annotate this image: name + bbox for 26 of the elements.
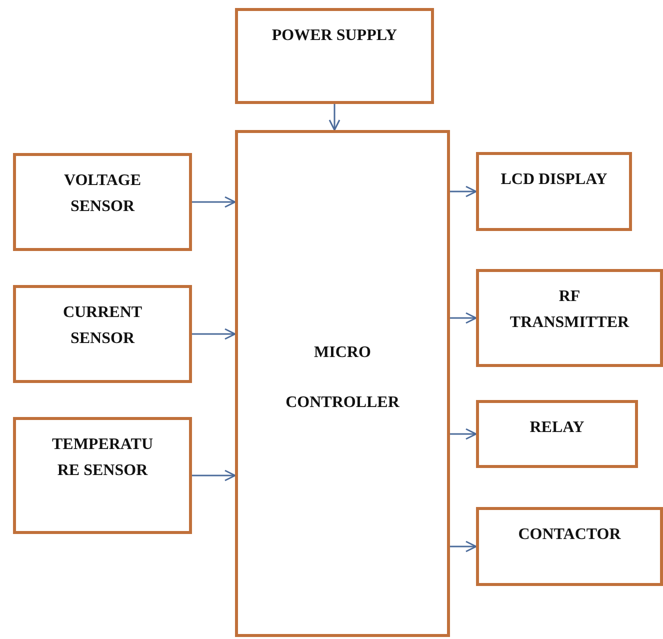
arrow xyxy=(450,540,477,552)
block-box xyxy=(13,153,192,251)
block-label: CURRENT SENSOR xyxy=(62,303,144,349)
block-label: RF TRANSMITTER xyxy=(508,287,630,333)
block-label: TEMPERATU RE SENSOR xyxy=(50,435,154,481)
arrow xyxy=(192,328,236,340)
block-box xyxy=(476,400,638,468)
arrow xyxy=(192,470,236,482)
block-box xyxy=(476,152,632,231)
block-label: CONTACTOR xyxy=(518,525,621,545)
block-box xyxy=(235,8,434,104)
block-label: RELAY xyxy=(530,418,584,438)
arrow xyxy=(328,104,340,131)
arrow xyxy=(450,186,477,198)
block-label: VOLTAGE SENSOR xyxy=(62,171,142,217)
arrow xyxy=(450,312,477,324)
arrow xyxy=(450,428,477,440)
block-box xyxy=(13,417,192,534)
arrow xyxy=(192,196,236,208)
block-box xyxy=(235,130,450,637)
block-box xyxy=(13,285,192,383)
block-label: LCD DISPLAY xyxy=(500,170,608,190)
block-label: POWER SUPPLY xyxy=(272,26,398,46)
block-box xyxy=(476,269,663,367)
block-label: MICRO CONTROLLER xyxy=(284,343,400,413)
block-box xyxy=(476,507,663,586)
